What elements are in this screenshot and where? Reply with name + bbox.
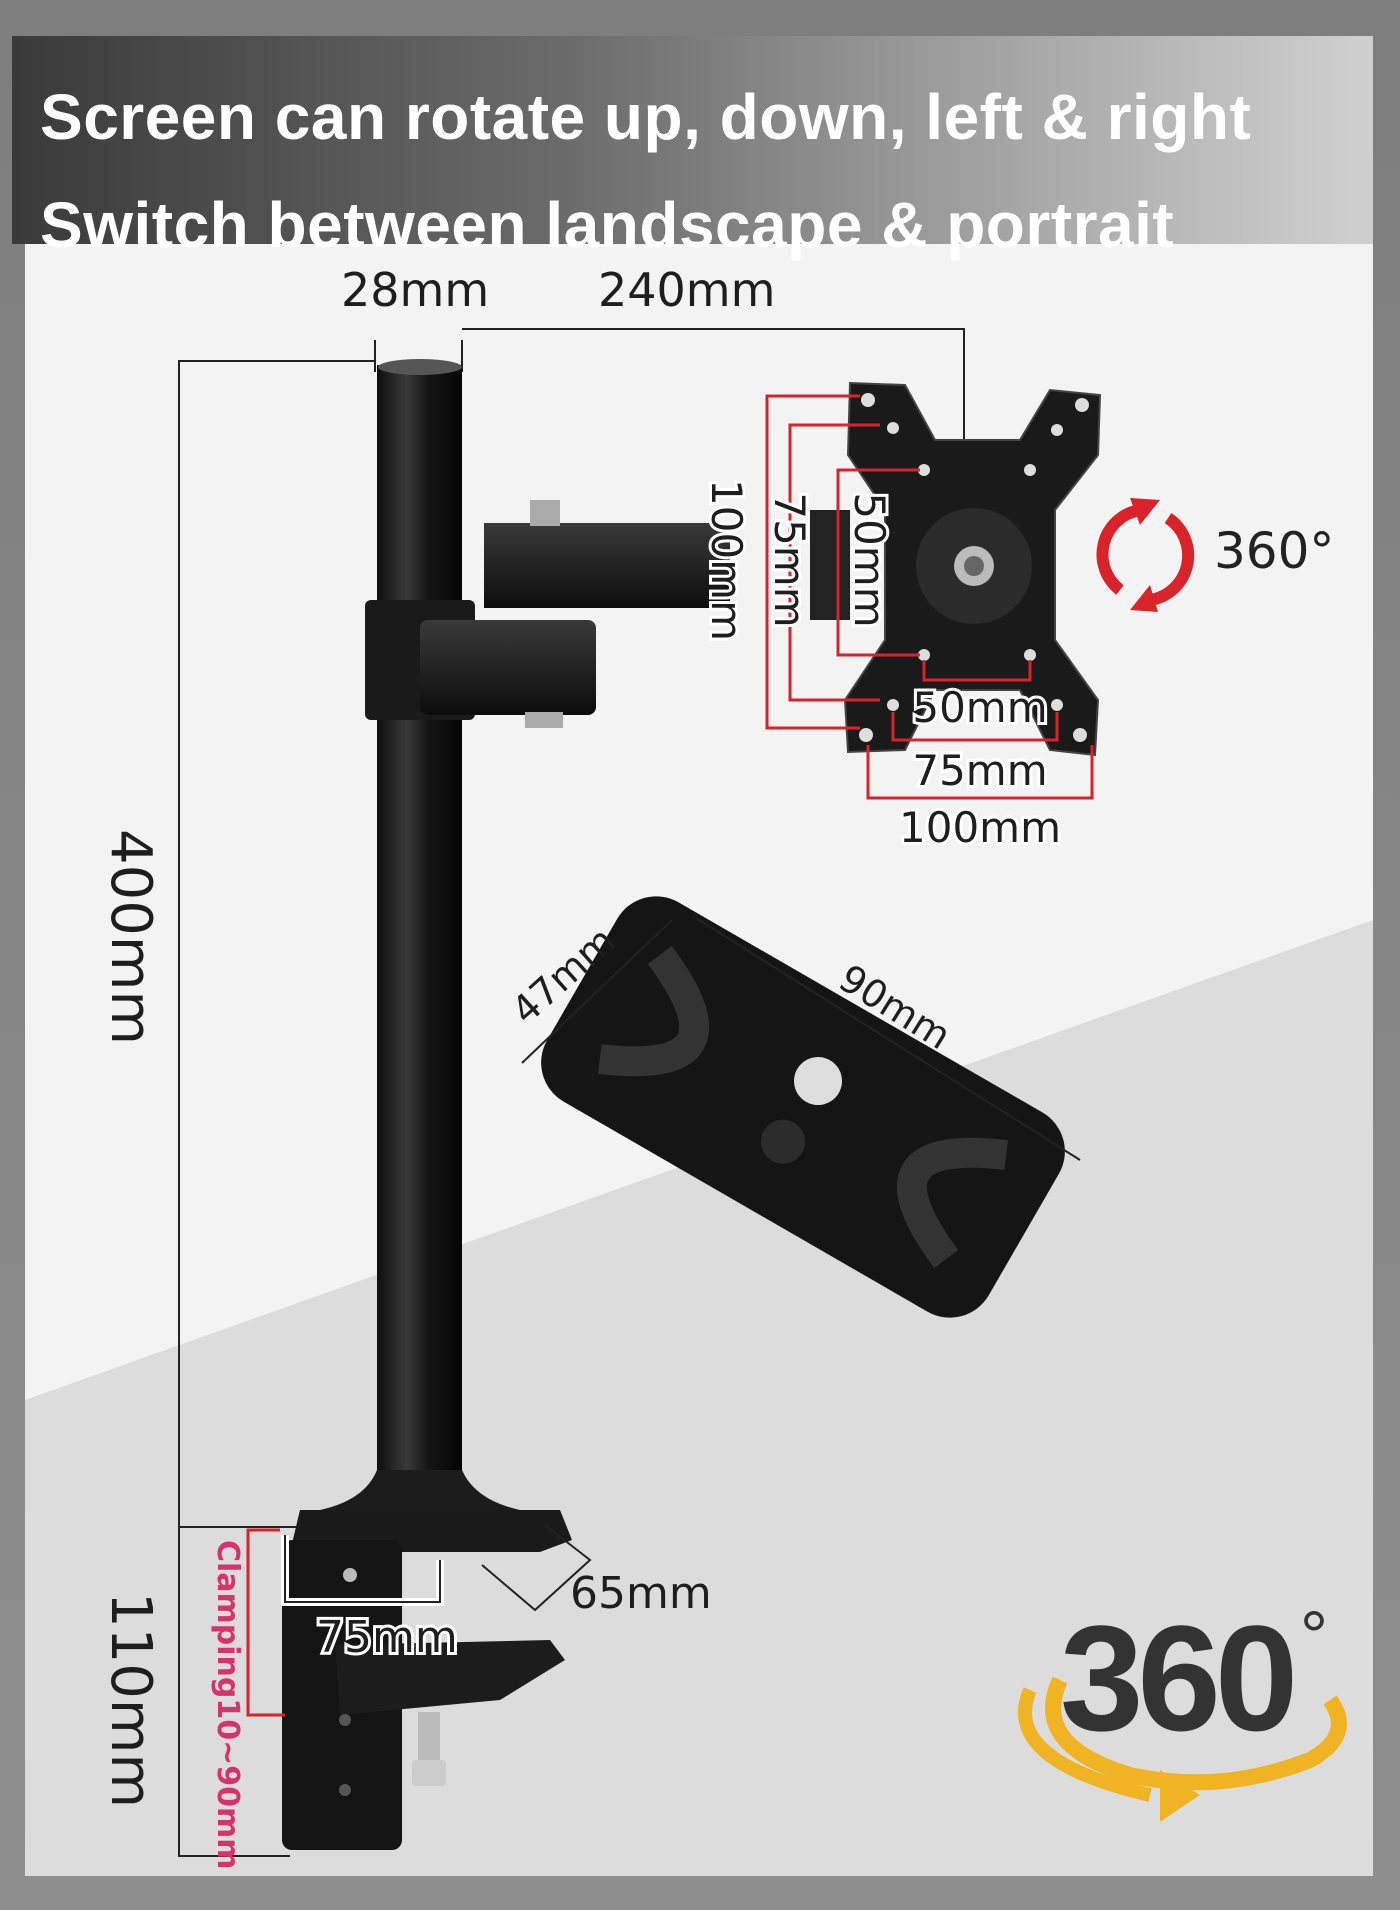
- rotation-arrows-icon: [1096, 498, 1195, 612]
- vesa-horizontal-100-label: 100mm: [899, 803, 1061, 852]
- vesa-vertical-50-label: 50mm: [845, 492, 894, 627]
- rubber-pad: [541, 896, 1065, 1318]
- pole: [377, 365, 462, 1515]
- vesa-dimension-lines: [765, 394, 1094, 800]
- clamping-range-label: Clamping10~90mm: [210, 1540, 245, 1870]
- vesa-vertical-100-label: 100mm: [702, 479, 751, 641]
- vesa-horizontal-50-label: 50mm: [912, 683, 1047, 732]
- headline-line-1: Screen can rotate up, down, left & right: [40, 81, 1252, 153]
- rotation-360-badge: 360 °: [1018, 1594, 1347, 1822]
- mount-arm: [320, 359, 850, 1515]
- headline-banner: Screen can rotate up, down, left & right…: [12, 36, 1373, 261]
- clamp-depth-label: 65mm: [570, 1568, 712, 1619]
- clamp-height-label: 110mm: [98, 1592, 163, 1808]
- clamp-dimension-lines: [246, 1524, 592, 1717]
- big-360-number: 360: [1060, 1594, 1293, 1762]
- vesa-vertical-75-label: 75mm: [765, 492, 814, 627]
- rotation-360-label: 360°: [1214, 522, 1334, 580]
- pad-dimension-lines: [521, 917, 1081, 1161]
- dimension-lines: [178, 328, 965, 1857]
- clamp-width-label: 75mm: [316, 1612, 458, 1663]
- vesa-plate: [843, 381, 1102, 757]
- vesa-horizontal-75-label: 75mm: [912, 746, 1047, 795]
- arm-length-label: 240mm: [598, 263, 775, 317]
- pole-height-label: 400mm: [98, 829, 163, 1045]
- headline-line-2: Switch between landscape & portrait: [40, 189, 1175, 261]
- big-360-degree: °: [1300, 1597, 1328, 1675]
- pole-diameter-label: 28mm: [341, 263, 489, 317]
- desk-clamp: [282, 1510, 572, 1850]
